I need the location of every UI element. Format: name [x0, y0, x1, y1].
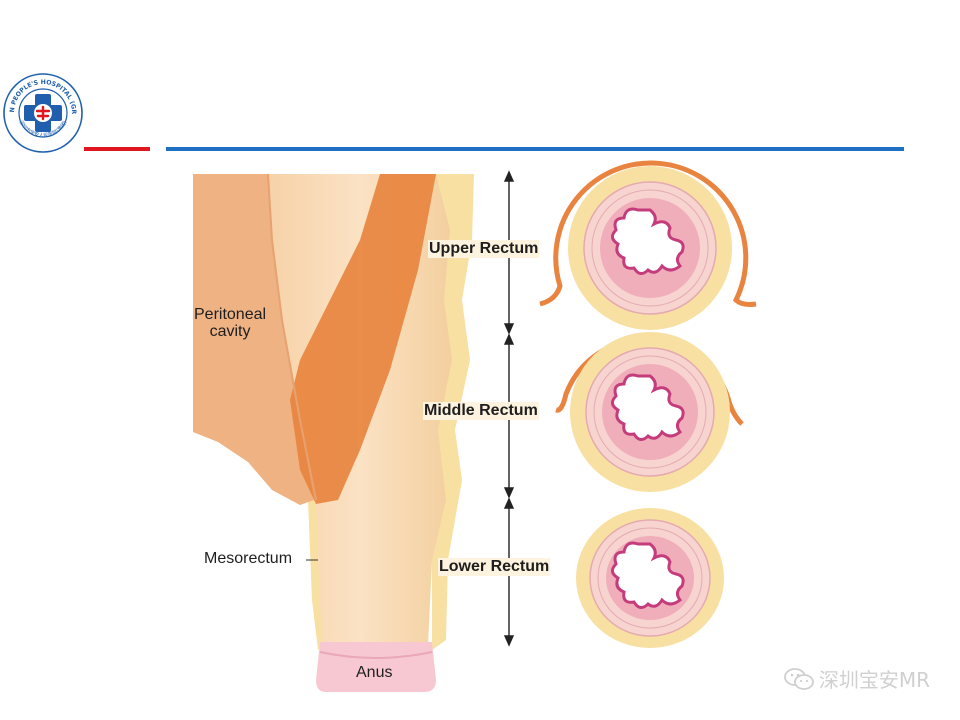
middle-rectum-cross-section	[555, 332, 744, 492]
upper-rectum-label: Upper Rectum	[428, 240, 540, 258]
watermark-text: 深圳宝安MR	[818, 668, 930, 692]
peritoneum-reflection	[290, 174, 436, 504]
mesorectum-label: Mesorectum	[204, 550, 293, 567]
watermark: 深圳宝安MR	[783, 664, 930, 693]
anus-shape	[316, 642, 436, 692]
lower-rectum-cross-section	[576, 508, 724, 648]
hospital-logo: BAOAN PEOPLE'S HOSPITAL (GROUP) 深圳市宝安人民医…	[2, 72, 83, 153]
lower-rectum-label: Lower Rectum	[438, 558, 551, 576]
middle-rectum-label: Middle Rectum	[423, 402, 539, 420]
accent-line-red	[84, 147, 150, 151]
upper-rectum-cross-section	[539, 160, 757, 330]
peritoneal-cavity-label-line2: cavity	[209, 323, 251, 340]
peritoneal-cavity	[193, 174, 314, 505]
peritoneal-cavity-label-line1: Peritoneal	[194, 306, 267, 323]
accent-line-blue	[166, 147, 904, 151]
wechat-icon	[783, 667, 814, 690]
peritoneal-cavity-label: Peritoneal cavity	[194, 306, 266, 340]
anus-label: Anus	[356, 664, 393, 681]
